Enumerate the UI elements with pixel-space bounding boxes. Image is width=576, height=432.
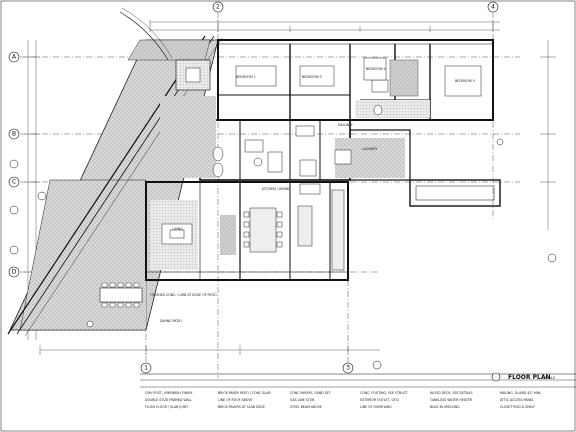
svg-text:3: 3 [346,365,350,372]
room-label-kitchen: KITCHEN / DINING [262,187,291,191]
svg-text:2: 2 [216,4,220,11]
keynote-item: RAILING, GUARD 42" MIN. [500,391,541,395]
room-label-bedroom3: BEDROOM 3 [302,75,322,79]
grid-bubble-top-4 [487,1,499,13]
keynote-item: STEEL BEAM ABOVE [290,405,322,409]
svg-text:1: 1 [144,365,148,372]
toilet-icon [212,146,224,162]
keynote-item: LINE OF OVERHANG [360,405,392,409]
svg-text:4: 4 [491,4,495,11]
room-label-bedroom4: BEDROOM 4 [366,67,386,71]
scale-note: SCALE [545,376,555,380]
section-markers [9,138,557,370]
room-labels: BEDROOM 2 BEDROOM 3 BEDROOM 4 BEDROOM 5 … [172,67,475,231]
grid-bubble-A [8,51,20,63]
grid-bubble-bottom-1 [140,362,152,374]
room-label-laundry: LAUNDRY [362,147,377,151]
keynote-item: FLUSH FLOOR / SLAB JOINT [145,405,188,409]
keynote-item: CONC PAVERS, SAND SET [290,391,331,395]
keynote-item: TANKLESS WATER HEATER [429,398,473,402]
svg-text:A: A [12,54,17,61]
dining-patio-label: DINING PATIO [160,319,182,323]
patio-note: FINISHED CONC. CURB AT EDGE OF PATIO [150,293,217,297]
patio-table [99,287,143,303]
svg-text:D: D [12,269,17,276]
grid-bubble-B [8,128,20,140]
drawing-title: FLOOR PLAN [508,374,551,381]
grid-bubble-C [8,176,20,188]
room-label-living: LIVING [172,227,183,231]
keynote-item: CLOSET ROD & SHELF [500,405,535,409]
keynote-item: BRICK PAVERS AT SLAB EDGE [218,405,265,409]
grid-bubble-labels: 2 4 1 3 A B C D [12,4,495,372]
keynote-item: ATTIC ACCESS PANEL [500,398,534,402]
keynote-item: CMU POST, LIMEWASH FINISH [145,391,193,395]
grid-bubble-D [8,266,20,278]
svg-text:B: B [12,131,16,138]
keynote-item: BRICK PAVER PATIO / CONC SLAB [218,391,271,395]
keynote-item: CONC. FOOTING, SEE STRUCT. [360,391,408,395]
room-label-hallway: HALLWAY [338,123,353,127]
room-label-bedroom5: BEDROOM 5 [455,79,475,83]
grid-bubble-top-2 [212,1,224,13]
keynote-item: EXTERIOR OUTLET, GFCI [360,398,399,402]
fixtures [161,57,482,271]
keynote-item: GAS LINE STUB [290,398,314,402]
keynote-item: LINE OF ROOF ABOVE [218,398,253,402]
grid-bubble-bottom-3 [342,362,354,374]
dining-patio: DINING PATIO [70,280,182,328]
keynote-item: BUILT-IN SHELVING [430,405,460,409]
keynote-item: DOUBLE STUD FRAMED WALL [145,398,192,402]
keynote-item: WOOD DECK, SEE DETAILS [430,391,473,395]
keynote-legend: CMU POST, LIMEWASH FINISH BRICK PAVER PAT… [145,391,541,409]
grid-bubbles [8,1,499,374]
title-bar: FLOOR PLAN SCALE [140,372,576,388]
svg-text:C: C [12,179,16,186]
room-label-bedroom2: BEDROOM 2 [236,75,256,79]
